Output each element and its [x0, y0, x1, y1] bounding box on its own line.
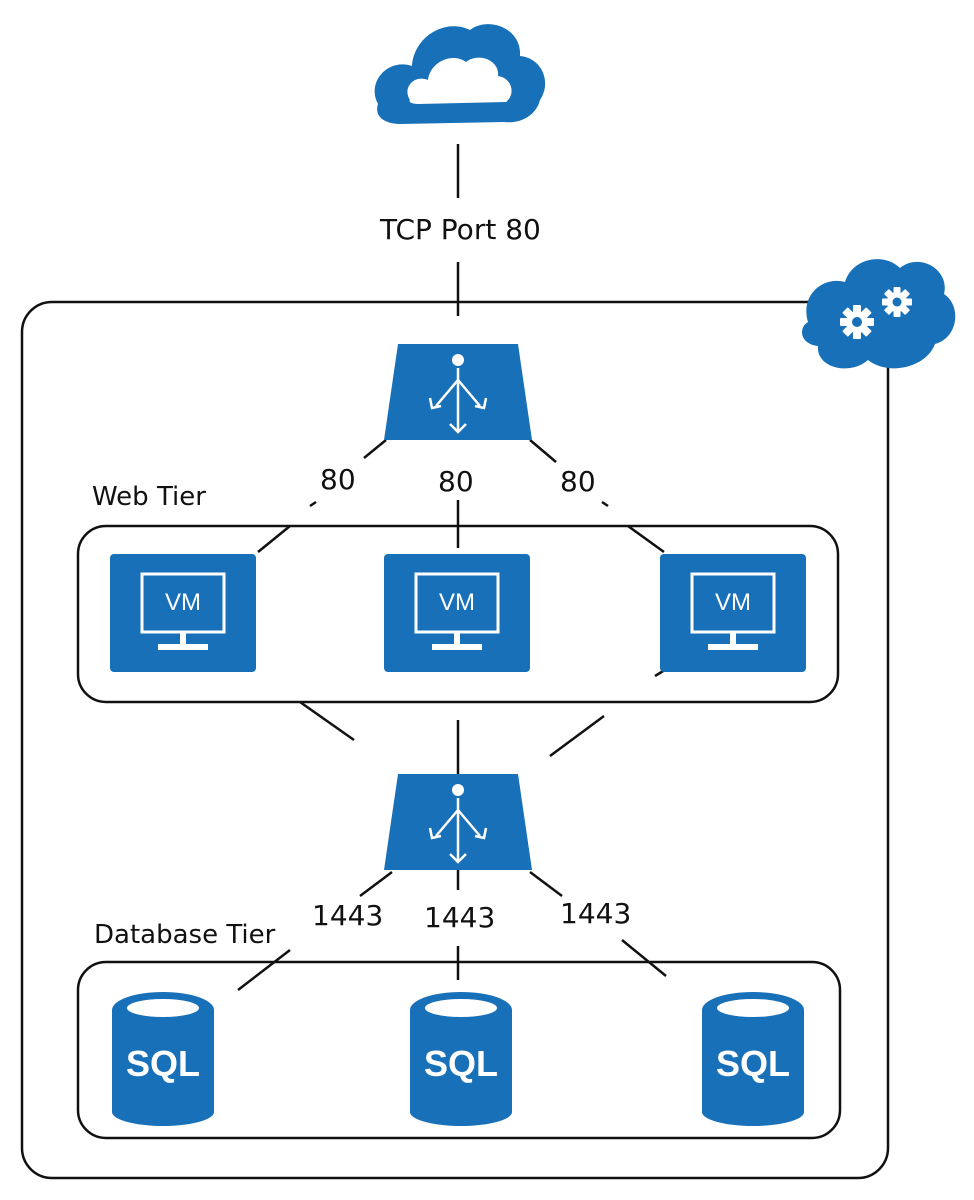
vm-label: VM	[439, 589, 475, 616]
sql-label: SQL	[423, 1043, 498, 1084]
sql-database-icon	[112, 992, 214, 1126]
vm-label: VM	[715, 589, 751, 616]
virtual-network-boundary	[20, 300, 890, 1180]
vm-icon	[384, 554, 530, 672]
db-port-label: 1443	[312, 899, 384, 932]
db-load-balancer-icon	[384, 774, 532, 870]
internet-port-label: TCP Port 80	[380, 213, 541, 246]
sql-database-icon	[702, 992, 804, 1126]
vm-label: VM	[165, 589, 201, 616]
database-tier-label: Database Tier	[94, 920, 276, 950]
sql-label: SQL	[125, 1043, 200, 1084]
web-port-label: 80	[560, 465, 596, 498]
web-port-label: 80	[438, 465, 474, 498]
sql-database-icon	[410, 992, 512, 1126]
web-tier-container	[76, 524, 840, 704]
database-tier-container	[76, 960, 842, 1140]
web-tier-label: Web Tier	[92, 482, 206, 512]
connector-lines	[237, 144, 669, 991]
vm-icon	[110, 554, 256, 672]
db-port-label: 1443	[424, 901, 496, 934]
cloud-gear-icon	[802, 259, 956, 369]
cloud-icon	[374, 24, 546, 124]
sql-label: SQL	[715, 1043, 790, 1084]
web-load-balancer-icon	[384, 344, 532, 440]
web-port-label: 80	[320, 463, 356, 496]
vm-icon	[660, 554, 806, 672]
db-port-label: 1443	[560, 897, 632, 930]
